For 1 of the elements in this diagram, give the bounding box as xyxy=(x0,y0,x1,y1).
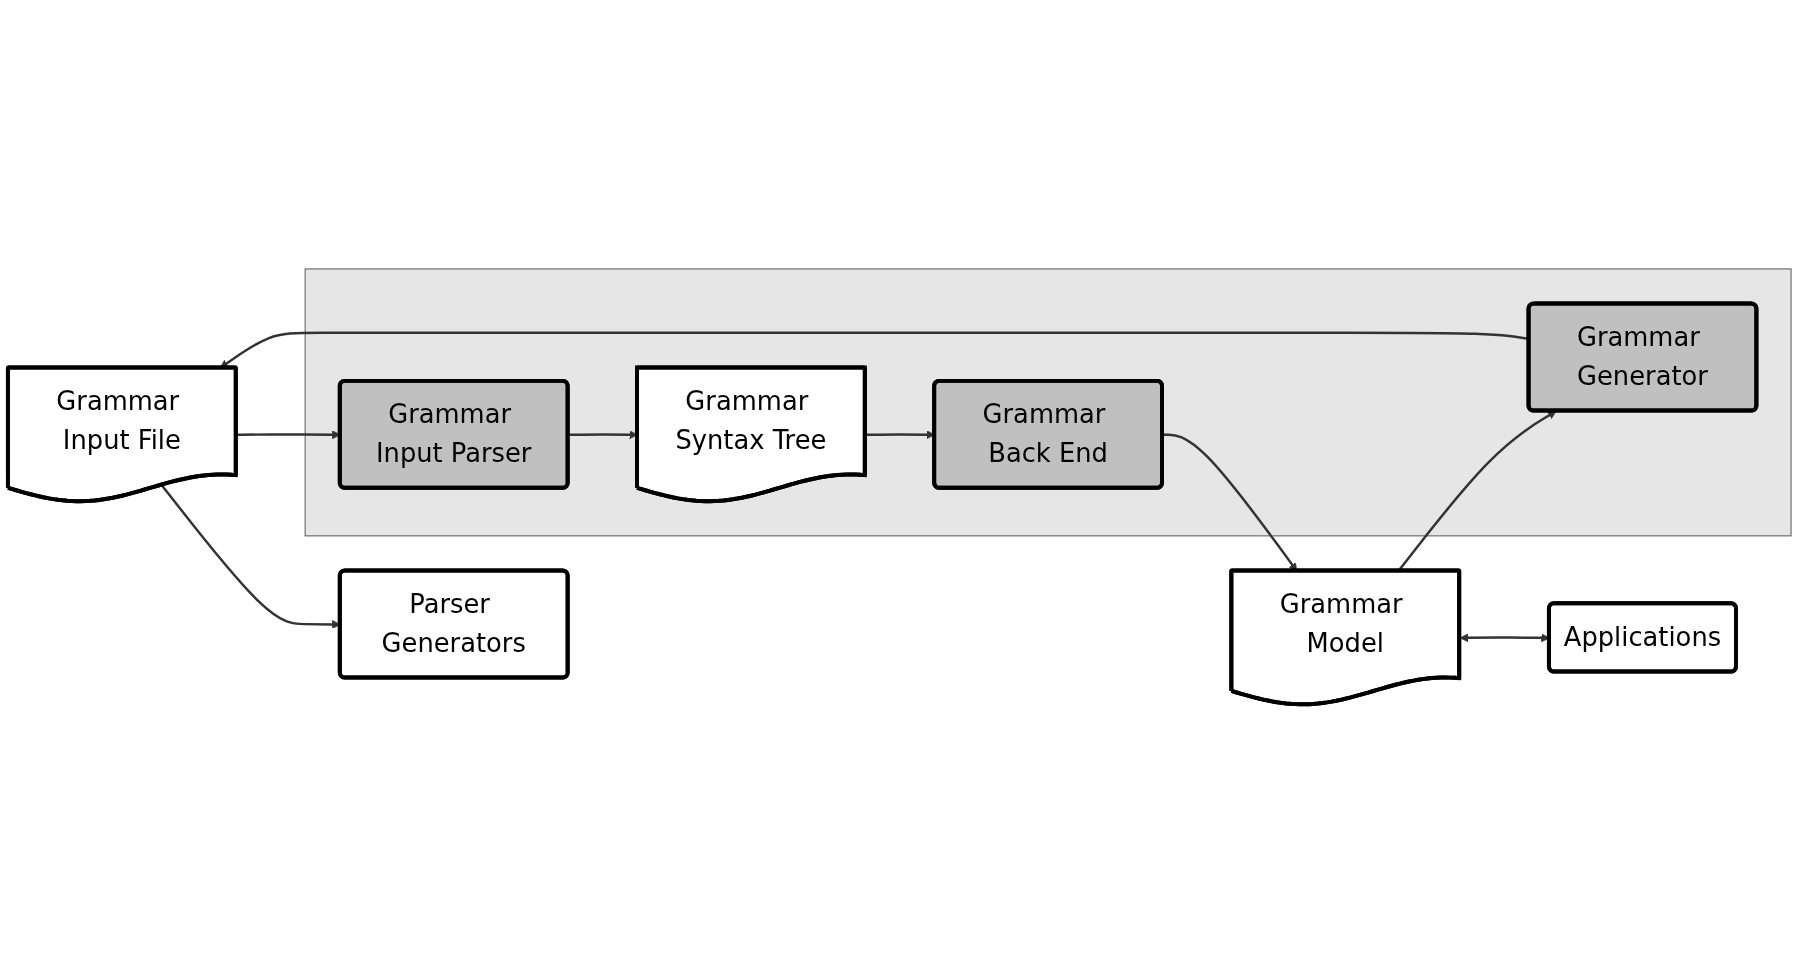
cluster xyxy=(304,268,1792,537)
